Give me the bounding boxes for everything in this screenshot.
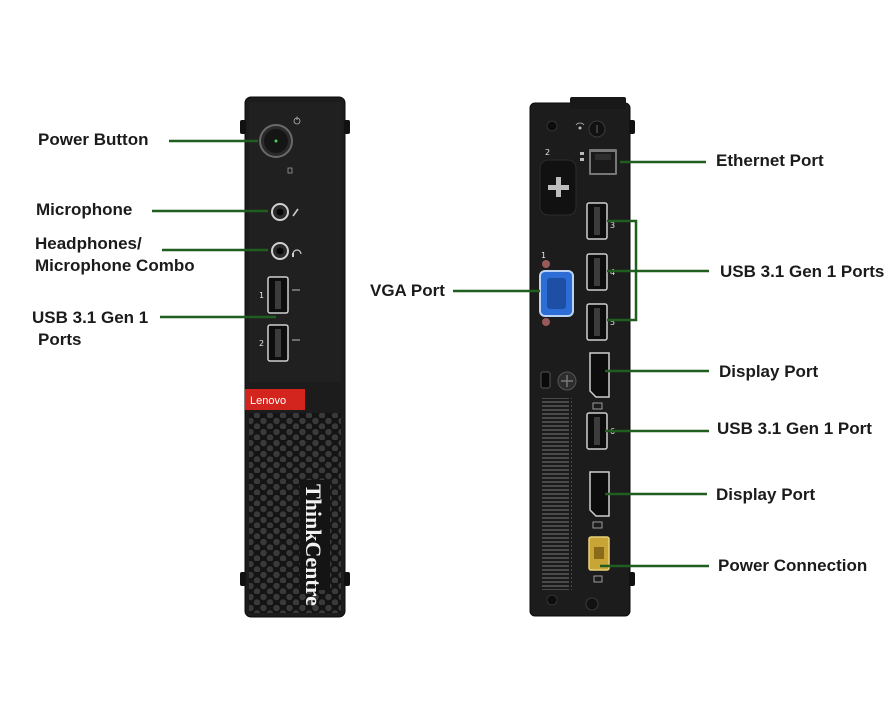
label-usb-front-line1: USB 3.1 Gen 1 — [32, 308, 149, 327]
microphone-icon — [292, 208, 299, 217]
front-usb-port-2 — [267, 324, 289, 362]
rear-panel: 2 1 3 4 5 — [529, 97, 635, 617]
wifi-antenna-icon — [575, 122, 585, 130]
displayport-icon — [592, 521, 603, 529]
rear-port-number-5: 5 — [610, 318, 615, 327]
microphone-jack — [271, 203, 289, 221]
ethernet-port-graphic — [589, 149, 617, 175]
label-usb-front-line2: Ports — [38, 330, 82, 349]
label-headphones-line1: Headphones/ — [35, 234, 142, 253]
label-usb-rear-single: USB 3.1 Gen 1 Port — [717, 419, 872, 438]
power-button-graphic — [259, 124, 293, 158]
leader-lines — [152, 139, 709, 568]
front-usb-port-1 — [267, 276, 289, 314]
headphone-jack — [271, 242, 289, 260]
label-power-button: Power Button — [38, 130, 149, 149]
rear-slot-number-1: 1 — [541, 251, 546, 260]
superspeed-usb-icon — [292, 289, 300, 341]
display-port-1-graphic — [589, 352, 610, 398]
label-ethernet-port: Ethernet Port — [716, 151, 824, 170]
lenovo-logo-text: Lenovo — [250, 395, 286, 407]
power-plug-icon — [593, 575, 603, 583]
label-vga-port: VGA Port — [370, 281, 445, 300]
front-port-number-2: 2 — [259, 339, 264, 348]
rear-usb-port-5 — [586, 303, 608, 341]
drive-activity-icon — [287, 167, 293, 174]
security-lock-slot — [540, 371, 551, 389]
expansion-slot-cover — [539, 159, 577, 216]
label-display-port-2: Display Port — [716, 485, 816, 504]
display-port-2-graphic — [589, 471, 610, 517]
label-headphones-line2: Microphone Combo — [35, 256, 195, 275]
power-symbol-icon — [293, 116, 301, 125]
power-connector-graphic — [588, 536, 610, 571]
network-icon — [580, 152, 584, 161]
label-display-port-1: Display Port — [719, 362, 819, 381]
front-port-number-1: 1 — [259, 291, 264, 300]
label-power-connection: Power Connection — [718, 556, 868, 575]
rear-usb-port-6 — [586, 412, 608, 450]
rear-port-number-4: 4 — [610, 268, 615, 277]
headset-icon — [292, 249, 302, 257]
rear-slot-number-2: 2 — [545, 148, 550, 157]
rear-vent-slots — [542, 398, 572, 590]
front-panel: 1 2 Lenovo ThinkCentre — [240, 96, 350, 618]
thinkcentre-logo-text: ThinkCentre — [301, 484, 326, 606]
rear-port-number-3: 3 — [610, 221, 615, 230]
label-usb-rear-group: USB 3.1 Gen 1 Ports — [720, 262, 885, 281]
lenovo-badge: Lenovo — [245, 389, 305, 410]
rear-usb-port-4 — [586, 253, 608, 291]
vga-port-graphic — [539, 260, 574, 326]
chassis-screw — [557, 371, 577, 391]
rear-usb-port-3 — [586, 202, 608, 240]
displayport-icon — [592, 402, 603, 410]
label-microphone: Microphone — [36, 200, 133, 219]
